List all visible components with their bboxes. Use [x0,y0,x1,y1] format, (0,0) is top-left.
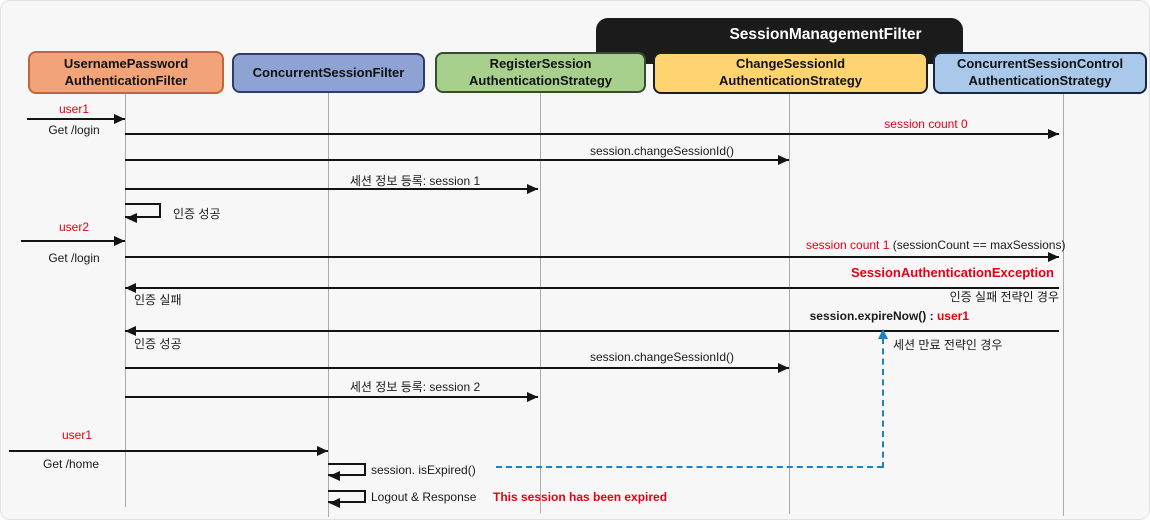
label-session-count-1: session count 1 (sessionCount == maxSess… [806,238,1065,252]
arrowhead-right-icon [1048,252,1059,262]
lifeline-change-session-id-strategy [789,90,790,514]
arrowhead-left-icon [126,213,137,223]
arrow-register-session-2 [125,396,538,398]
participant-register-session-authentication-strategy: RegisterSession AuthenticationStrategy [435,52,646,93]
arrowhead-right-icon [317,446,328,456]
label-user1: user1 [58,102,90,116]
arrow-session-count-1 [125,256,1059,258]
label-session-count-1-red: session count 1 [806,238,890,252]
label-register-session-2: 세션 정보 등록: session 2 [349,380,481,394]
participant-label-line: AuthenticationFilter [64,72,188,88]
arrowhead-right-icon [527,392,538,402]
label-auth-success-1: 인증 성공 [173,207,221,221]
arrow-user1-request [27,118,125,120]
label-auth-fail-strategy-note: 인증 실패 전략인 경우 [949,290,1059,304]
arrowhead-left-icon [329,498,340,508]
arrowhead-left-icon [125,283,136,293]
participant-label-line: ConcurrentSessionControl [956,56,1124,72]
label-change-session-id-2: session.changeSessionId() [589,350,735,364]
arrowhead-right-icon [114,114,125,124]
arrowhead-right-icon [778,155,789,165]
self-loop-auth-success-1 [125,203,161,218]
label-is-expired: session. isExpired() [371,463,476,477]
arrow-change-session-id-1 [125,159,789,161]
arrow-auth-fail-return [125,287,1059,289]
participant-label-line: ConcurrentSessionFilter [252,64,405,80]
label-get-home: Get /home [42,457,100,471]
label-session-expired-message: This session has been expired [493,490,668,504]
label-session-count-0: session count 0 [884,117,968,131]
participant-concurrent-session-filter: ConcurrentSessionFilter [232,53,425,93]
participant-label-line: RegisterSession [489,55,592,71]
label-session-count-1-detail: (sessionCount == maxSessions) [889,238,1066,252]
participant-label-line: ChangeSessionId [735,56,846,72]
label-auth-fail: 인증 실패 [134,293,182,307]
arrowhead-right-icon [1048,129,1059,139]
label-user1-bottom: user1 [61,428,93,442]
lifeline-concurrent-session-filter [328,89,329,517]
arrow-get-home-request [9,450,328,452]
participant-label-line: UsernamePassword [63,55,189,71]
arrowhead-up-icon [878,329,888,339]
dashed-connector-vertical [882,338,884,468]
lifeline-register-session-strategy [540,89,541,513]
participant-label-line: AuthenticationStrategy [468,72,612,88]
label-register-session-1: 세션 정보 등록: session 1 [349,174,481,188]
label-get-login: Get /login [48,123,100,137]
participant-concurrent-session-control-authentication-strategy: ConcurrentSessionControl AuthenticationS… [933,52,1147,94]
participant-label-line: AuthenticationStrategy [718,73,862,88]
lifeline-username-password-filter [125,90,126,507]
label-user2: user2 [58,220,90,234]
arrowhead-right-icon [114,236,125,246]
label-expire-now-user: user1 [936,309,969,323]
arrowhead-right-icon [527,184,538,194]
participant-username-password-authentication-filter: UsernamePassword AuthenticationFilter [28,51,224,94]
label-auth-success-2: 인증 성공 [134,337,182,351]
label-session-expire-strategy-note: 세션 만료 전략인 경우 [893,338,1003,352]
self-loop-is-expired [328,463,366,476]
arrow-session-count-0 [125,133,1059,135]
label-session-authentication-exception: SessionAuthenticationException [851,265,1054,280]
arrow-change-session-id-2 [125,367,789,369]
label-logout-response: Logout & Response [371,490,477,504]
label-get-login-2: Get /login [48,251,100,265]
label-expire-now-method: session.expireNow() : [809,309,937,323]
lifeline-concurrent-session-control-strategy [1063,90,1064,516]
arrowhead-left-icon [125,326,136,336]
arrowhead-right-icon [778,363,789,373]
arrowhead-left-icon [329,471,340,481]
dashed-connector-horizontal [496,466,883,468]
participant-label-line: AuthenticationStrategy [968,73,1112,88]
arrow-auth-success-return [125,330,1059,332]
label-session-expire-now: session.expireNow() : user1 [719,309,969,323]
participant-change-session-id-authentication-strategy: ChangeSessionId AuthenticationStrategy [653,52,928,94]
self-loop-logout-response [328,490,366,503]
arrow-user2-request [21,240,125,242]
label-change-session-id-1: session.changeSessionId() [589,144,735,158]
arrow-register-session-1 [125,188,538,190]
